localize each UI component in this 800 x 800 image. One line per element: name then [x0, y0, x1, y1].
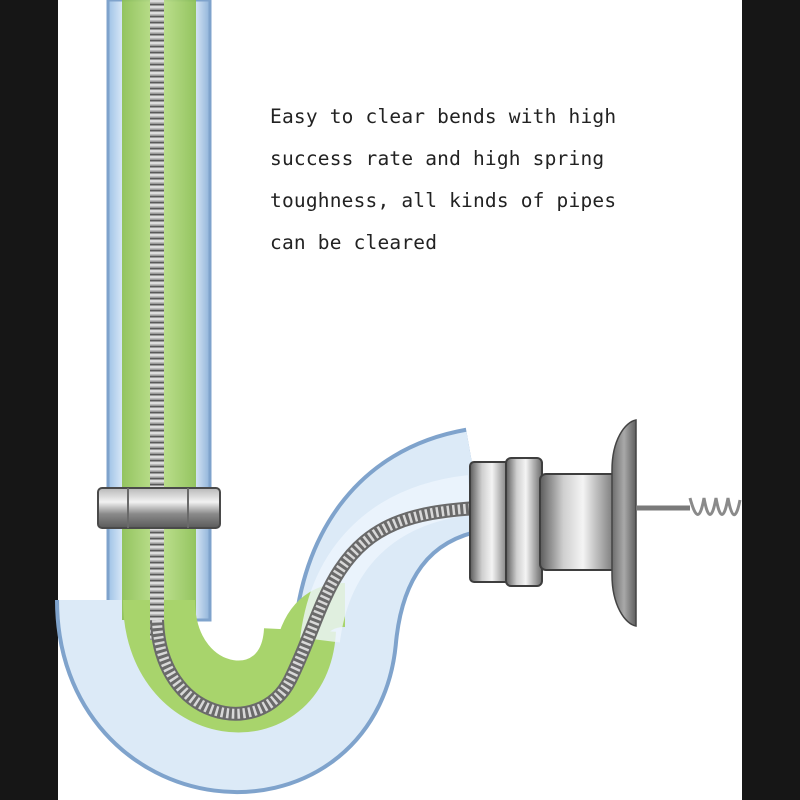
caption-line: Easy to clear bends with high	[270, 105, 617, 128]
drain-auger-handle-icon	[469, 419, 637, 627]
spring-cable-icon	[636, 497, 742, 517]
caption-text: Easy to clear bends with high success ra…	[270, 96, 650, 264]
caption-line: success rate and high spring	[270, 147, 605, 170]
caption-line: toughness, all kinds of pipes	[270, 189, 617, 212]
caption-line: can be cleared	[270, 231, 438, 254]
pipe-nut-icon	[97, 487, 221, 529]
